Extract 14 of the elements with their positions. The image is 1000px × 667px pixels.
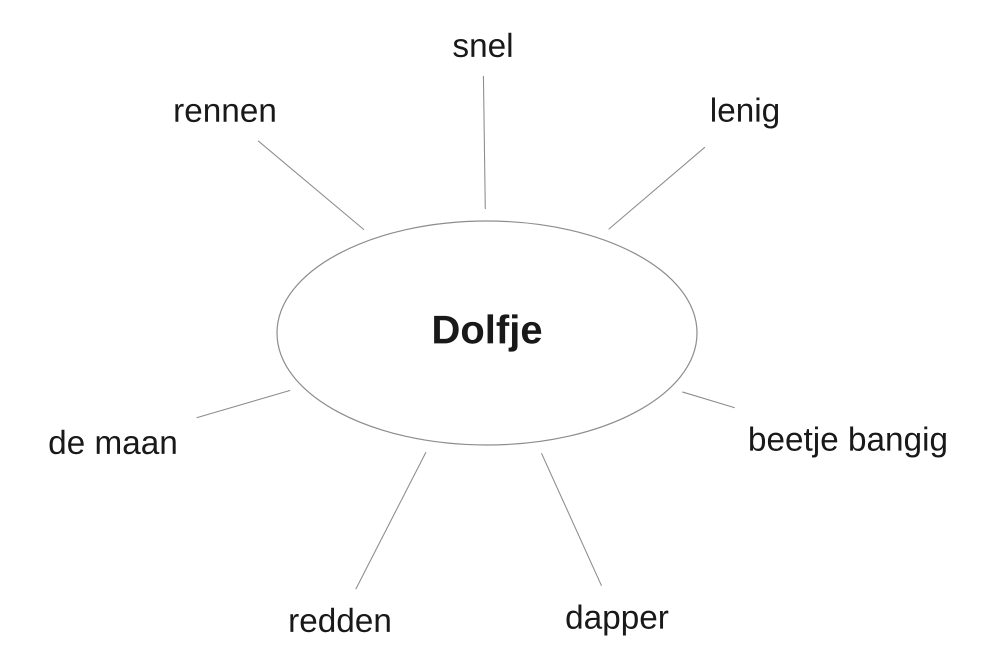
spoke-line bbox=[682, 391, 735, 408]
spoke-line bbox=[482, 76, 486, 210]
word-label: redden bbox=[290, 608, 390, 632]
word-label: beetje bangig bbox=[750, 426, 946, 458]
spoke-line bbox=[355, 452, 426, 590]
spoke-line bbox=[196, 390, 290, 418]
spoke-line bbox=[540, 452, 602, 586]
word-label: rennen bbox=[175, 104, 275, 122]
word-label: snel bbox=[453, 32, 512, 58]
spoke-line bbox=[608, 146, 706, 230]
spoke-line bbox=[258, 140, 364, 230]
word-label: lenig bbox=[712, 97, 778, 129]
word-label: dapper bbox=[566, 604, 668, 636]
word-label: de maan bbox=[50, 430, 176, 454]
